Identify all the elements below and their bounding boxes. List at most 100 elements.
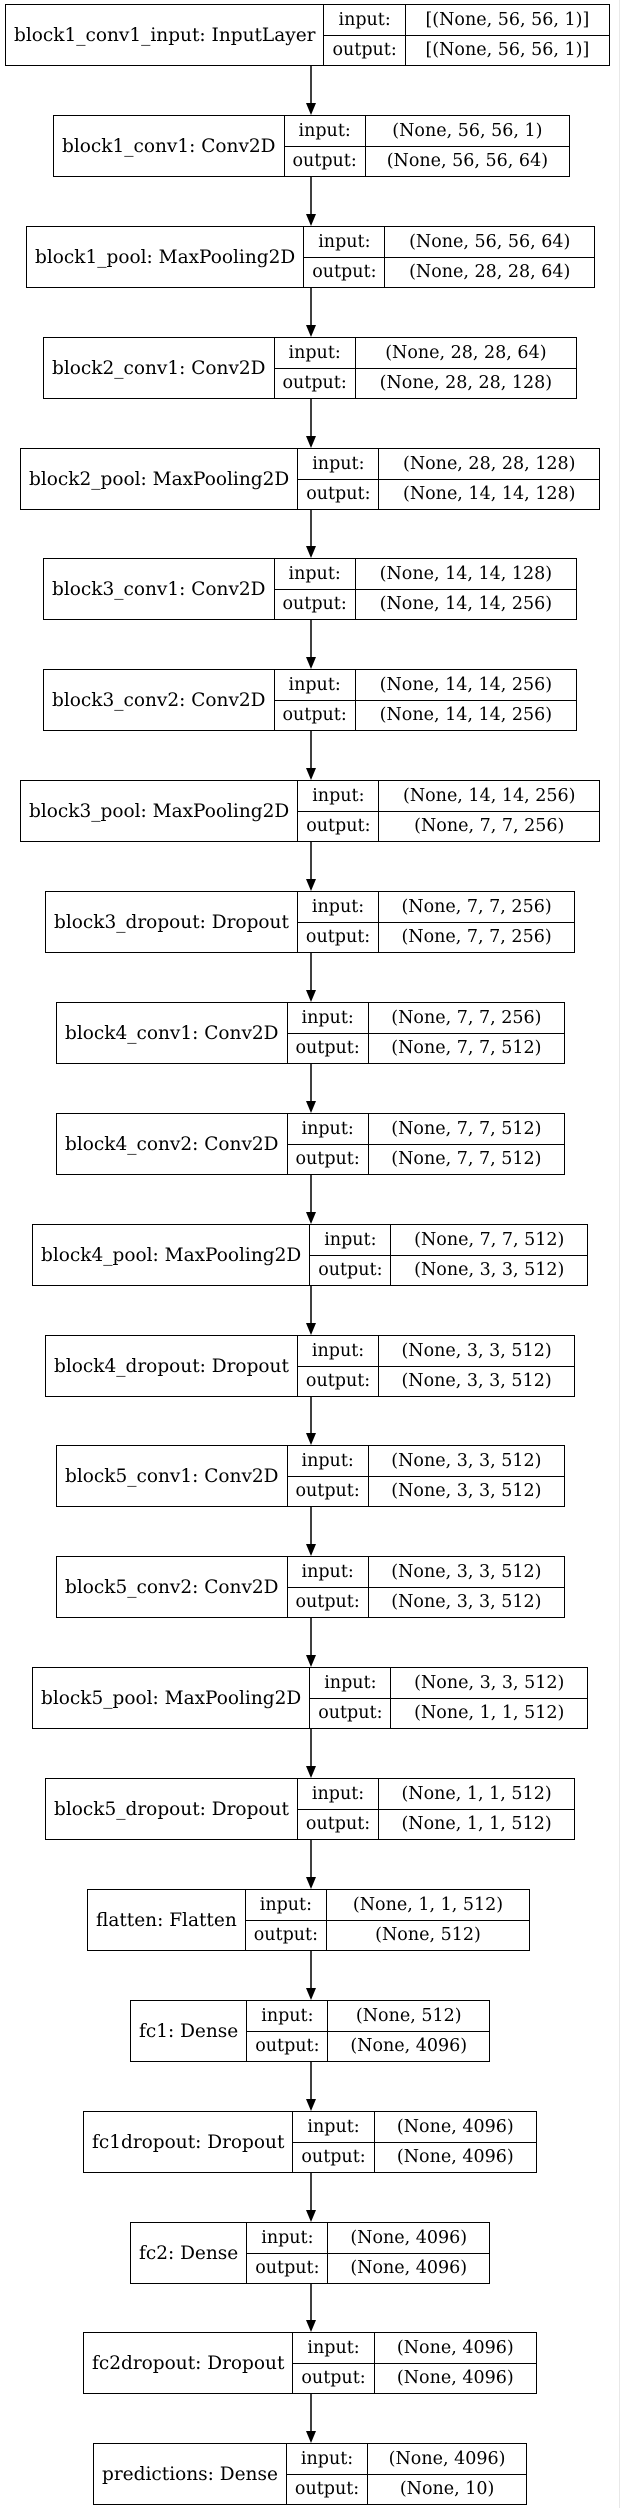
input-shape: (None, 7, 7, 512) bbox=[368, 1114, 564, 1145]
layer-name: block4_pool: MaxPooling2D bbox=[33, 1225, 311, 1285]
output-shape: (None, 3, 3, 512) bbox=[391, 1592, 542, 1613]
output-label: output: bbox=[332, 40, 397, 61]
input-label: input: bbox=[287, 1003, 368, 1034]
io-labels: input: output: bbox=[293, 2112, 375, 2172]
output-label: output: bbox=[295, 1038, 360, 1059]
input-shape: (None, 7, 7, 256) bbox=[368, 1003, 564, 1034]
input-label: input: bbox=[310, 1225, 391, 1256]
layer-name: flatten: Flatten bbox=[88, 1890, 246, 1950]
output-label: output: bbox=[301, 2147, 366, 2168]
layer-name: block3_conv2: Conv2D bbox=[44, 670, 275, 730]
input-label: input: bbox=[286, 2444, 368, 2475]
output-label: output: bbox=[305, 1371, 371, 1392]
arrow-2 bbox=[306, 177, 316, 226]
arrow-15 bbox=[306, 1618, 316, 1667]
arrow-3 bbox=[306, 288, 316, 337]
output-shape: (None, 3, 3, 512) bbox=[414, 1260, 565, 1281]
output-shape: (None, 1, 1, 512) bbox=[414, 1703, 565, 1724]
input-label: input: bbox=[293, 2333, 374, 2364]
input-shape: (None, 4096) bbox=[328, 2223, 489, 2254]
input-shape: [(None, 56, 56, 1)] bbox=[405, 5, 609, 36]
input-shape: (None, 56, 56, 64) bbox=[385, 227, 594, 258]
input-label: input: bbox=[274, 559, 355, 590]
arrow-8 bbox=[306, 842, 316, 891]
arrow-5 bbox=[306, 510, 316, 558]
input-label: input: bbox=[245, 1890, 326, 1921]
output-label: output: bbox=[295, 1592, 360, 1613]
output-shape: (None, 4096) bbox=[350, 2036, 468, 2057]
output-label: output: bbox=[294, 2479, 360, 2500]
input-label: input: bbox=[310, 1668, 391, 1699]
output-shape: (None, 14, 14, 256) bbox=[379, 705, 553, 726]
input-label: input: bbox=[297, 1779, 379, 1810]
output-shape: (None, 3, 3, 512) bbox=[391, 1481, 542, 1502]
io-values: (None, 3, 3, 512)(None, 3, 3, 512) bbox=[368, 1446, 564, 1506]
output-shape: (None, 7, 7, 256) bbox=[401, 927, 552, 948]
arrow-21 bbox=[306, 2284, 316, 2332]
input-label: input: bbox=[298, 449, 379, 480]
output-label: output: bbox=[292, 151, 357, 172]
input-label: input: bbox=[297, 1336, 379, 1367]
input-label: input: bbox=[304, 227, 385, 258]
output-shape: (None, 56, 56, 64) bbox=[386, 151, 549, 172]
output-shape: (None, 4096) bbox=[396, 2368, 514, 2389]
arrow-10 bbox=[306, 1064, 316, 1113]
input-shape: (None, 3, 3, 512) bbox=[391, 1668, 587, 1699]
output-shape: (None, 7, 7, 512) bbox=[391, 1149, 542, 1170]
output-shape: (None, 4096) bbox=[396, 2147, 514, 2168]
input-shape: (None, 1, 1, 512) bbox=[379, 1779, 574, 1810]
io-labels: input:output: bbox=[293, 2333, 375, 2393]
io-labels: input:output: bbox=[287, 1446, 369, 1506]
io-values: (None, 1, 1, 512) (None, 1, 1, 512) bbox=[379, 1779, 574, 1839]
layer-name: predictions: Dense bbox=[94, 2444, 287, 2504]
canvas-edge-line bbox=[619, 0, 620, 2508]
layer-name: fc2: Dense bbox=[131, 2223, 248, 2283]
input-shape: (None, 14, 14, 256) bbox=[379, 781, 599, 812]
layer-name: fc1: Dense bbox=[131, 2001, 248, 2061]
input-shape: (None, 28, 28, 128) bbox=[379, 449, 599, 480]
input-shape: (None, 7, 7, 256) bbox=[379, 892, 574, 923]
input-label: input: bbox=[287, 1446, 368, 1477]
arrow-20 bbox=[306, 2173, 316, 2222]
layer-name: block2_pool: MaxPooling2D bbox=[21, 449, 299, 509]
output-shape: (None, 1, 1, 512) bbox=[401, 1814, 552, 1835]
layer-name: block4_dropout: Dropout bbox=[46, 1336, 298, 1396]
io-values: (None, 4096)(None, 10) bbox=[368, 2444, 526, 2504]
layer-name: block5_dropout: Dropout bbox=[46, 1779, 298, 1839]
arrow-12 bbox=[306, 1286, 316, 1335]
io-labels: input:output: bbox=[297, 1779, 380, 1839]
arrow-6 bbox=[306, 620, 316, 669]
input-label: input: bbox=[293, 2112, 374, 2143]
io-values: (None, 3, 3, 512)(None, 3, 3, 512) bbox=[368, 1557, 564, 1617]
arrow-16 bbox=[306, 1729, 316, 1778]
layer-name: block2_conv1: Conv2D bbox=[44, 338, 275, 398]
io-values: (None, 56, 56, 1)(None, 56, 56, 64) bbox=[365, 116, 569, 176]
io-values: (None, 3, 3, 512) (None, 1, 1, 512) bbox=[391, 1668, 587, 1728]
io-values: (None, 7, 7, 512) (None, 7, 7, 512) bbox=[368, 1114, 564, 1174]
output-shape: (None, 7, 7, 256) bbox=[414, 816, 565, 837]
io-labels: input: output: bbox=[287, 1003, 369, 1063]
output-label: output: bbox=[295, 1149, 360, 1170]
io-values: (None, 7, 7, 512)(None, 3, 3, 512) bbox=[391, 1225, 587, 1285]
layer-name: block5_conv2: Conv2D bbox=[57, 1557, 288, 1617]
layer-name: block1_conv1: Conv2D bbox=[54, 116, 285, 176]
io-labels: input: output: bbox=[324, 5, 406, 65]
input-label: input: bbox=[247, 2001, 328, 2032]
output-label: output: bbox=[312, 262, 377, 283]
arrow-19 bbox=[306, 2062, 316, 2111]
layer-name: block4_conv2: Conv2D bbox=[57, 1114, 288, 1174]
input-label: input: bbox=[324, 5, 405, 36]
